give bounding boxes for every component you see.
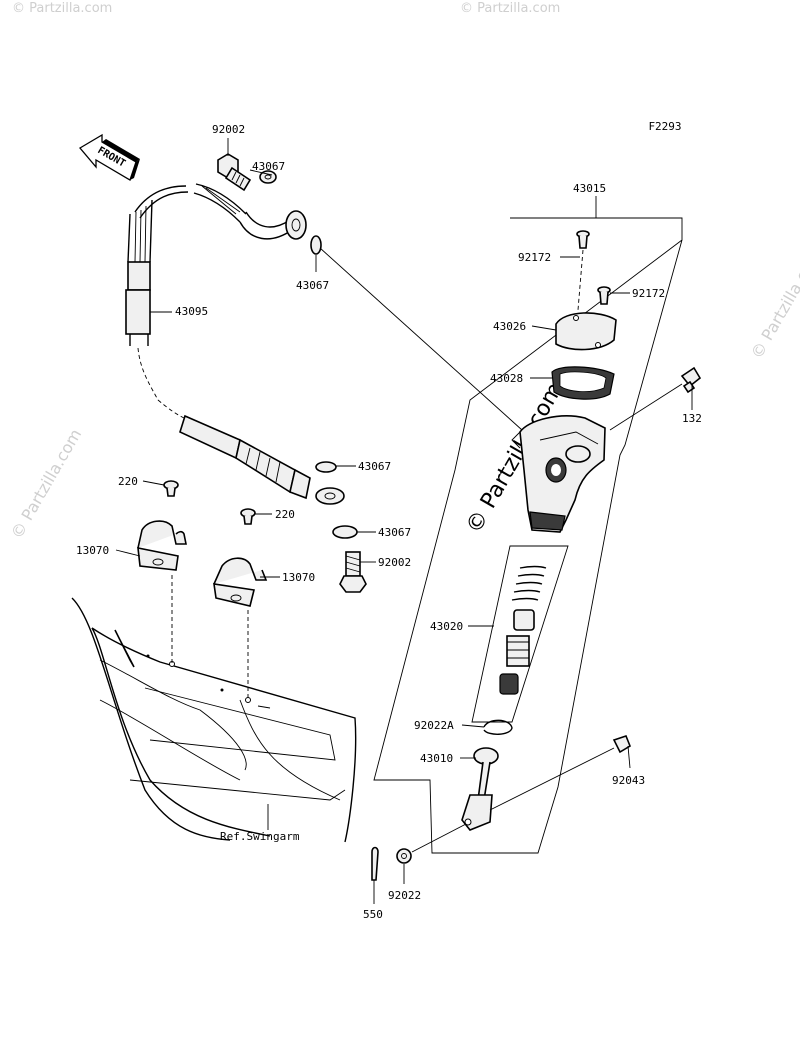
- bolt-132: [680, 366, 702, 394]
- label-43095: 43095: [175, 305, 208, 318]
- master-cylinder-body: [511, 415, 606, 533]
- label-43010: 43010: [420, 752, 453, 765]
- label-43020: 43020: [430, 620, 463, 633]
- label-43028: 43028: [490, 372, 523, 385]
- clamp-13070-a: [137, 480, 187, 571]
- banjo-bolt-top: [217, 153, 252, 192]
- front-arrow-icon: FRONT: [79, 133, 140, 181]
- label-132: 132: [682, 412, 702, 425]
- figure-code: F2293: [648, 120, 681, 133]
- label-43015: 43015: [573, 182, 606, 195]
- label-92022: 92022: [388, 889, 421, 902]
- circlip-92022a: [483, 719, 513, 735]
- label-92002-bottom: 92002: [378, 556, 411, 569]
- washer-43067-d: [332, 525, 358, 539]
- label-43026: 43026: [493, 320, 526, 333]
- label-43067-b: 43067: [296, 279, 329, 292]
- label-13070-b: 13070: [282, 571, 315, 584]
- label-43067-c: 43067: [358, 460, 391, 473]
- reservoir-cap-43026: [555, 312, 617, 351]
- watermark-right: © Partzilla.com: [747, 246, 800, 362]
- label-ref-swingarm: Ref.Swingarm: [220, 830, 300, 843]
- watermark-top-right: © Partzilla.com: [460, 1, 560, 16]
- swingarm-ref: [71, 597, 357, 843]
- watermark-top-left: © Partzilla.com: [12, 1, 112, 16]
- washer-43067-a: [259, 170, 277, 184]
- pin-92043: [612, 735, 631, 754]
- label-92043: 92043: [612, 774, 645, 787]
- label-43067-d: 43067: [378, 526, 411, 539]
- push-rod-43010: [461, 747, 499, 831]
- label-13070-a: 13070: [76, 544, 109, 557]
- piston-kit-43020: [471, 545, 569, 723]
- leader-lines: [115, 138, 693, 904]
- cotter-pin-550: [371, 846, 379, 881]
- label-92002-top: 92002: [212, 123, 245, 136]
- label-43067-a: 43067: [252, 160, 285, 173]
- label-92172-a: 92172: [518, 251, 551, 264]
- washer-92022: [396, 848, 412, 864]
- brake-hose-43095: [125, 183, 345, 505]
- label-220-b: 220: [275, 508, 295, 521]
- screw-92172-b: [597, 286, 611, 305]
- banjo-bolt-bottom: [339, 551, 367, 593]
- label-220-a: 220: [118, 475, 138, 488]
- washer-43067-c: [315, 461, 337, 473]
- part-labels: 92002 43067 43067 43095 43015 92172 9217…: [76, 123, 702, 921]
- watermark-left: © Partzilla.com: [7, 426, 85, 542]
- watermark-group: © Partzilla.com © Partzilla.com © Partzi…: [7, 1, 800, 542]
- label-550: 550: [363, 908, 383, 921]
- label-92172-b: 92172: [632, 287, 665, 300]
- washer-43067-b: [310, 235, 322, 255]
- screw-92172-a: [576, 230, 590, 249]
- clamp-13070-b: [213, 508, 268, 607]
- label-92022a: 92022A: [414, 719, 454, 732]
